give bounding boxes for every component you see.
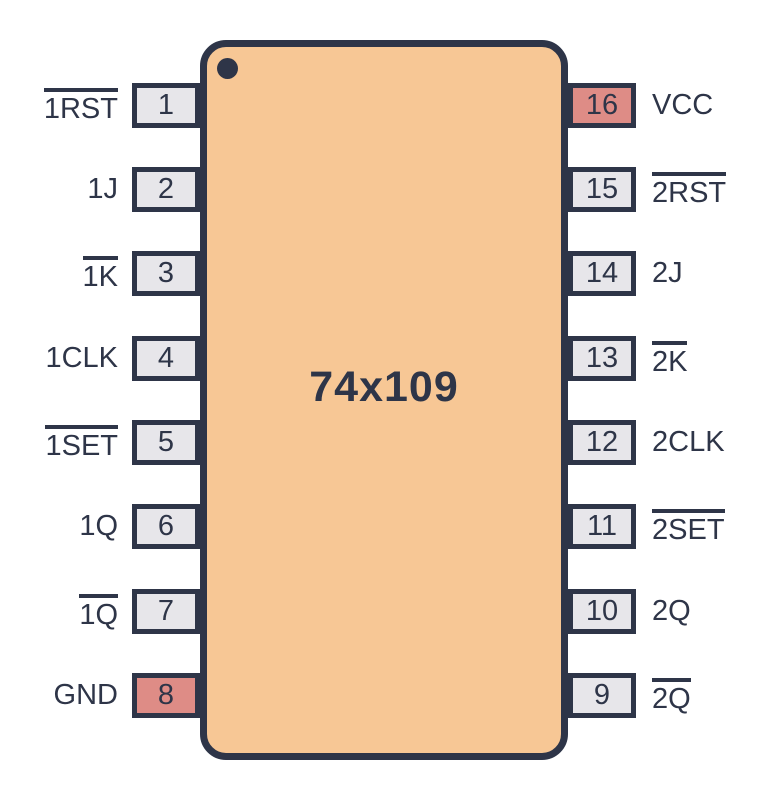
chip-part-number: 74x109 bbox=[309, 363, 459, 411]
pin-number: 4 bbox=[157, 342, 175, 374]
pin-label: 2Q bbox=[652, 677, 691, 714]
pin-label: 1J bbox=[87, 173, 118, 205]
pin-number: 11 bbox=[586, 510, 618, 542]
pin-row-16: 16 VCC bbox=[568, 83, 768, 128]
pin-number: 16 bbox=[585, 89, 619, 121]
pin-label: 2K bbox=[652, 340, 688, 377]
pin-number: 7 bbox=[157, 595, 175, 627]
pin-box: 11 bbox=[568, 504, 636, 549]
pin-number: 10 bbox=[585, 595, 619, 627]
pin-row-8: GND 8 bbox=[0, 673, 200, 718]
pin-box: 2 bbox=[132, 167, 200, 212]
pin-box: 7 bbox=[132, 589, 200, 634]
pin-row-2: 1J 2 bbox=[0, 167, 200, 212]
pin-number: 8 bbox=[157, 679, 175, 711]
pin-number: 9 bbox=[593, 679, 611, 711]
pin-box: 12 bbox=[568, 420, 636, 465]
pin-label: VCC bbox=[652, 89, 714, 121]
pin-label: 1RST bbox=[43, 87, 118, 124]
pin-label: 1K bbox=[82, 255, 118, 292]
pin-row-12: 12 2CLK bbox=[568, 420, 768, 465]
pin-number: 3 bbox=[157, 257, 175, 289]
pin-row-1: 1RST 1 bbox=[0, 83, 200, 128]
pin-label: 2Q bbox=[652, 595, 691, 627]
pin-number: 6 bbox=[157, 510, 175, 542]
pin-number: 14 bbox=[585, 257, 619, 289]
pin-box: 6 bbox=[132, 504, 200, 549]
pin-label: GND bbox=[53, 679, 118, 711]
pin-row-7: 1Q 7 bbox=[0, 589, 200, 634]
pin-number: 13 bbox=[585, 342, 619, 374]
pin-box: 13 bbox=[568, 336, 636, 381]
pin-box: 8 bbox=[132, 673, 200, 718]
pin-label: 1SET bbox=[45, 424, 118, 461]
pin-row-6: 1Q 6 bbox=[0, 504, 200, 549]
pin-row-3: 1K 3 bbox=[0, 251, 200, 296]
pin-label: 1CLK bbox=[45, 342, 118, 374]
pin-number: 5 bbox=[157, 426, 175, 458]
pin-row-5: 1SET 5 bbox=[0, 420, 200, 465]
pin-number: 12 bbox=[585, 426, 619, 458]
chip-body bbox=[200, 40, 568, 760]
pin-box: 5 bbox=[132, 420, 200, 465]
pin-box: 1 bbox=[132, 83, 200, 128]
pin1-indicator-dot bbox=[217, 58, 238, 79]
pin-label: 2J bbox=[652, 257, 683, 289]
pin-label: 1Q bbox=[79, 593, 118, 630]
pin-label: 2SET bbox=[652, 508, 725, 545]
pin-box: 14 bbox=[568, 251, 636, 296]
pin-number: 1 bbox=[157, 89, 175, 121]
pin-label: 1Q bbox=[79, 510, 118, 542]
pin-box: 16 bbox=[568, 83, 636, 128]
pin-label: 2CLK bbox=[652, 426, 725, 458]
pin-row-13: 13 2K bbox=[568, 336, 768, 381]
pin-row-11: 11 2SET bbox=[568, 504, 768, 549]
pin-number: 2 bbox=[157, 173, 175, 205]
pin-box: 15 bbox=[568, 167, 636, 212]
pin-row-4: 1CLK 4 bbox=[0, 336, 200, 381]
pin-box: 10 bbox=[568, 589, 636, 634]
pin-label: 2RST bbox=[652, 171, 727, 208]
pin-row-14: 14 2J bbox=[568, 251, 768, 296]
pin-row-15: 15 2RST bbox=[568, 167, 768, 212]
pin-box: 9 bbox=[568, 673, 636, 718]
pin-number: 15 bbox=[585, 173, 619, 205]
pin-box: 3 bbox=[132, 251, 200, 296]
pin-box: 4 bbox=[132, 336, 200, 381]
pin-row-9: 9 2Q bbox=[568, 673, 768, 718]
pin-row-10: 10 2Q bbox=[568, 589, 768, 634]
